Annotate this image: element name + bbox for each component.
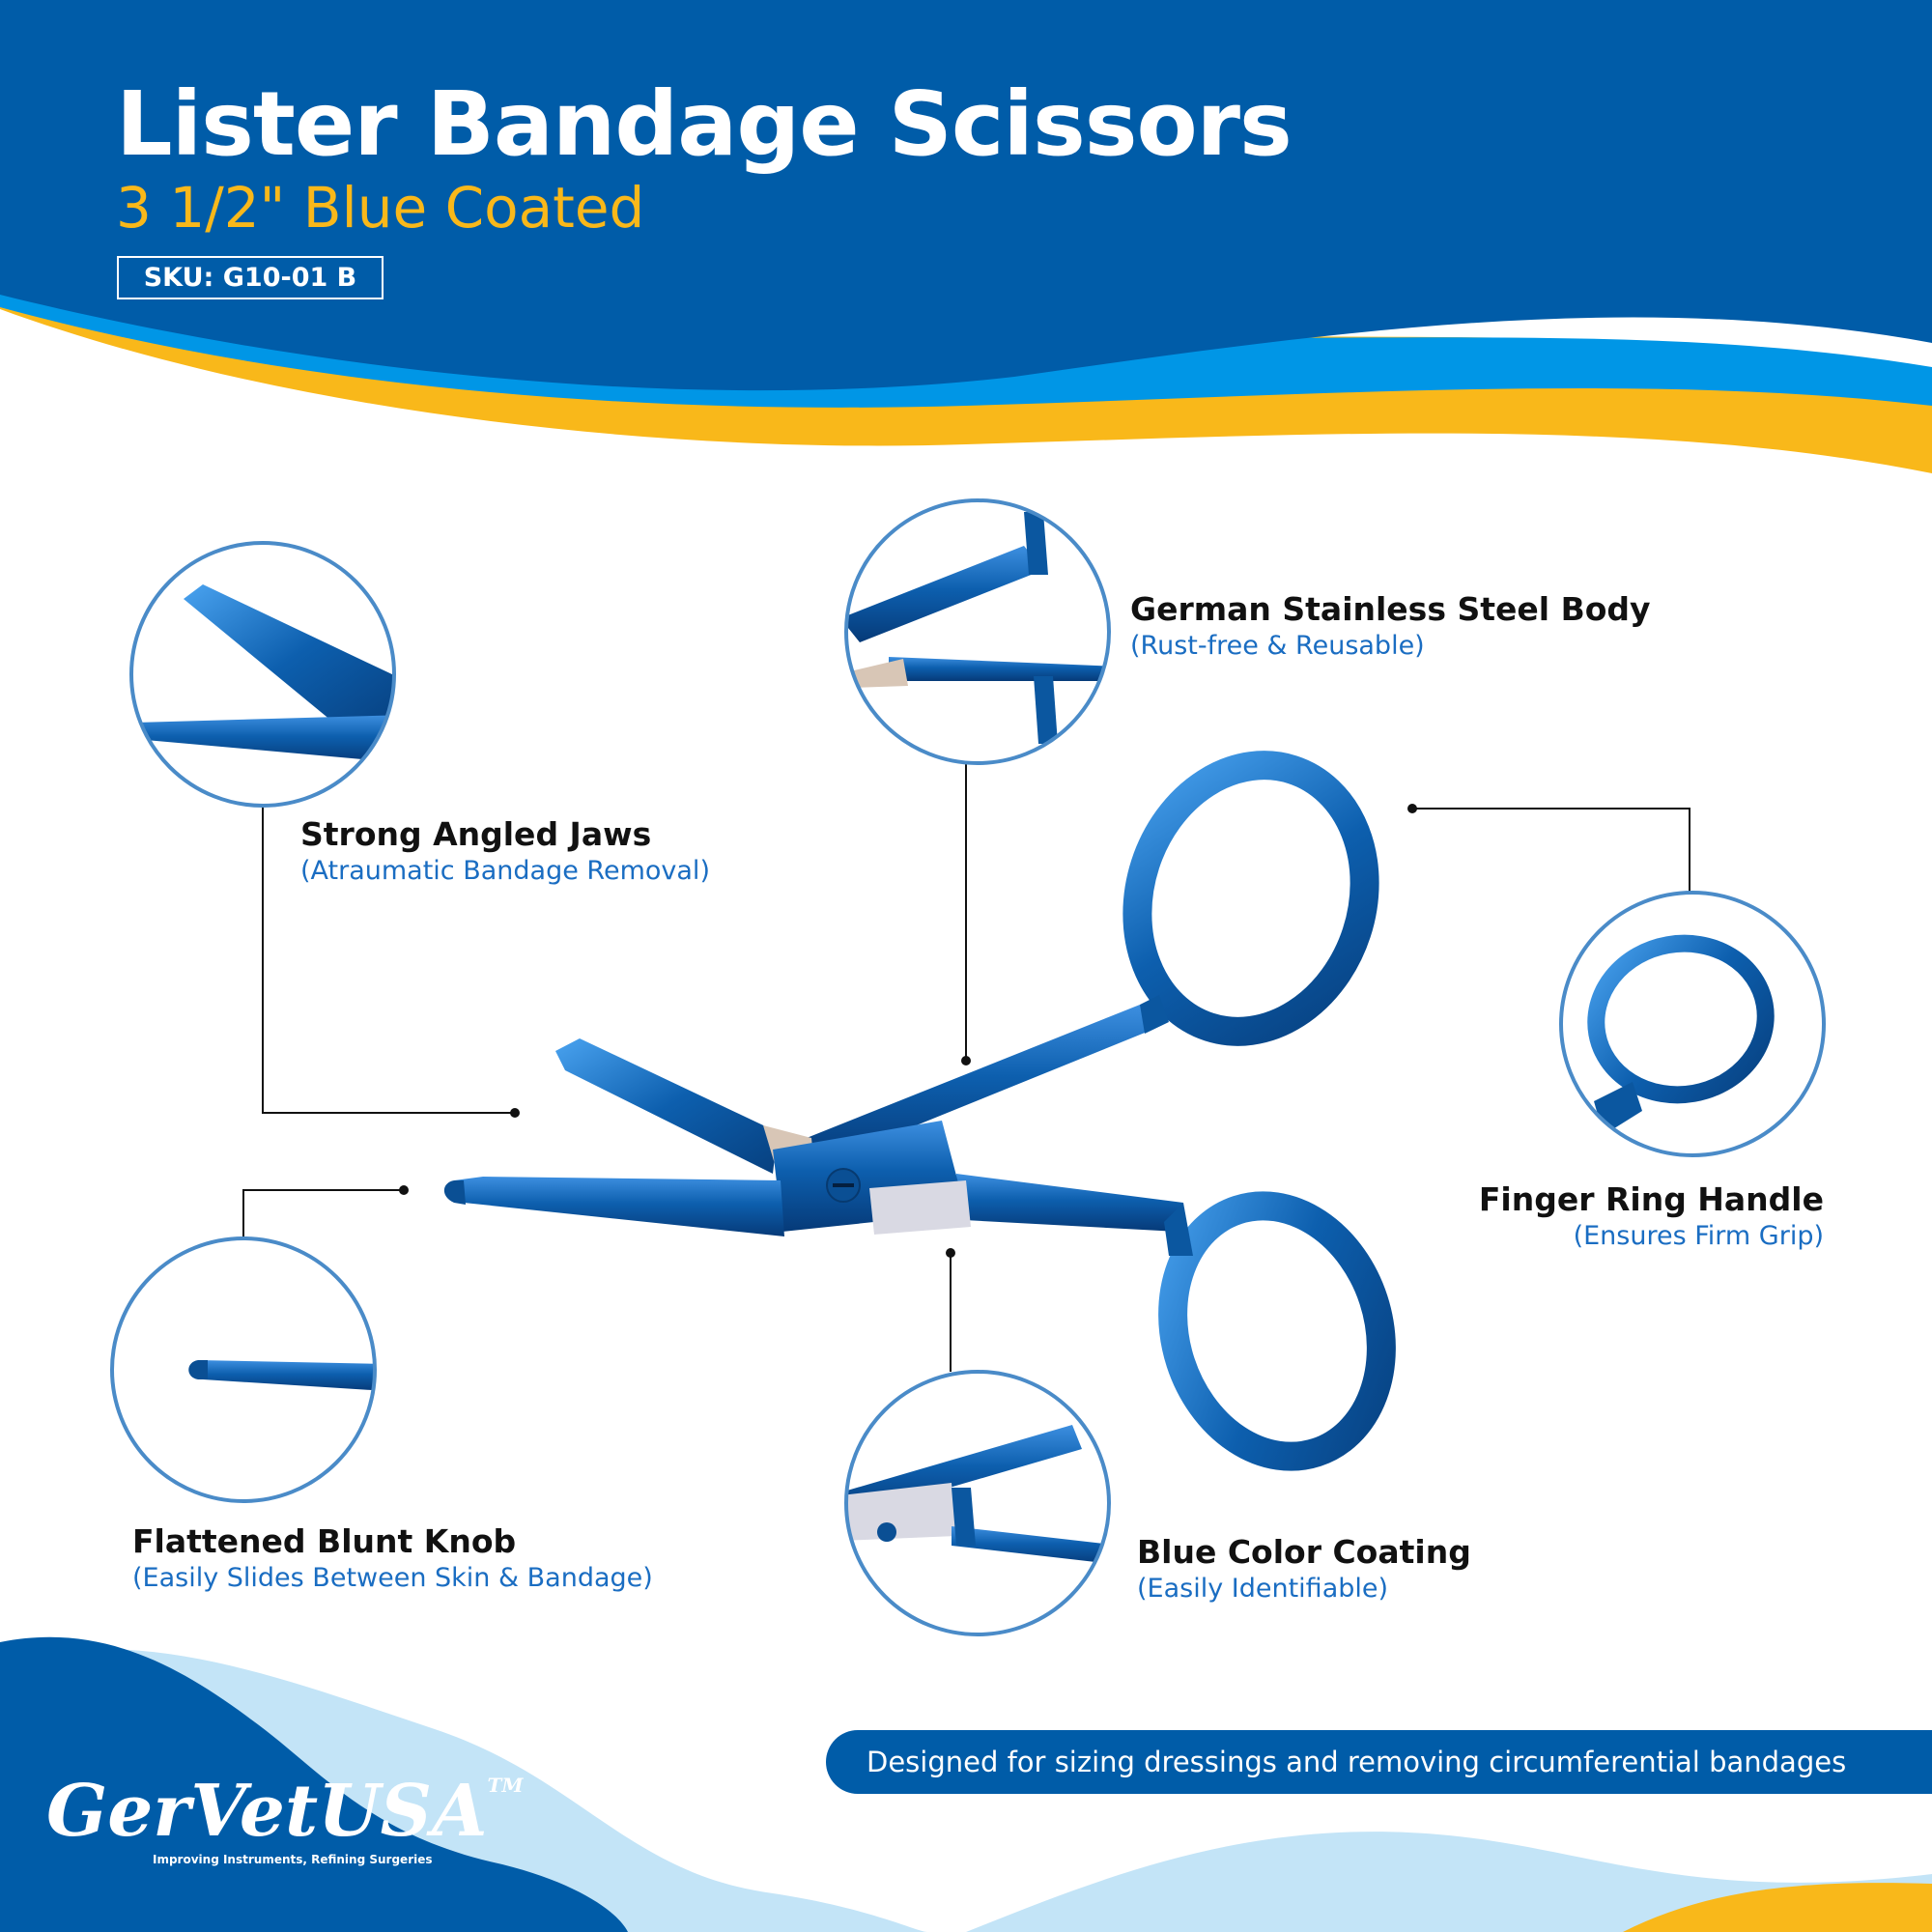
feature-title: Strong Angled Jaws [300, 815, 652, 853]
brand-name-row: GerVetUSATM [46, 1776, 524, 1847]
brand-tagline: Improving Instruments, Refining Surgerie… [153, 1853, 433, 1866]
callout-circle-jaws [129, 541, 396, 808]
brand-logo: GerVetUSATM Improving Instruments, Refin… [46, 1776, 524, 1866]
feature-title: Flattened Blunt Knob [132, 1522, 517, 1560]
feature-title: German Stainless Steel Body [1130, 590, 1651, 628]
callout-dots [399, 804, 1417, 1258]
callout-connectors [242, 763, 1690, 1372]
feature-subtitle: (Ensures Firm Grip) [1573, 1220, 1824, 1251]
scissors-image [443, 751, 1396, 1471]
feature-subtitle: (Easily Identifiable) [1137, 1573, 1389, 1604]
callout-circle-ring [1559, 891, 1826, 1157]
callout-circle-coating [844, 1370, 1111, 1636]
feature-blunt-knob: Flattened Blunt Knob (Easily Slides Betw… [132, 1522, 653, 1595]
product-title: Lister Bandage Scissors [116, 72, 1293, 176]
product-subtitle: 3 1/2" Blue Coated [116, 175, 645, 241]
callout-circle-body [844, 498, 1111, 765]
feature-title: Blue Color Coating [1137, 1533, 1471, 1571]
feature-subtitle: (Easily Slides Between Skin & Bandage) [132, 1562, 653, 1593]
brand-name: GerVetUSA [46, 1770, 488, 1853]
feature-title: Finger Ring Handle [1478, 1180, 1824, 1218]
feature-angled-jaws: Strong Angled Jaws (Atraumatic Bandage R… [300, 815, 710, 888]
usage-banner: Designed for sizing dressings and removi… [826, 1730, 1932, 1794]
footer-wave [0, 1636, 1932, 1932]
header-wave [0, 0, 1932, 473]
feature-subtitle: (Rust-free & Reusable) [1130, 630, 1425, 661]
feature-color-coating: Blue Color Coating (Easily Identifiable) [1137, 1533, 1471, 1605]
trademark-mark: TM [487, 1774, 524, 1797]
feature-steel-body: German Stainless Steel Body (Rust-free &… [1130, 590, 1651, 663]
sku-badge: SKU: G10-01 B [117, 256, 384, 299]
callout-circle-knob [110, 1236, 377, 1503]
feature-finger-ring: Finger Ring Handle (Ensures Firm Grip) [1479, 1180, 1824, 1253]
feature-subtitle: (Atraumatic Bandage Removal) [300, 855, 710, 886]
